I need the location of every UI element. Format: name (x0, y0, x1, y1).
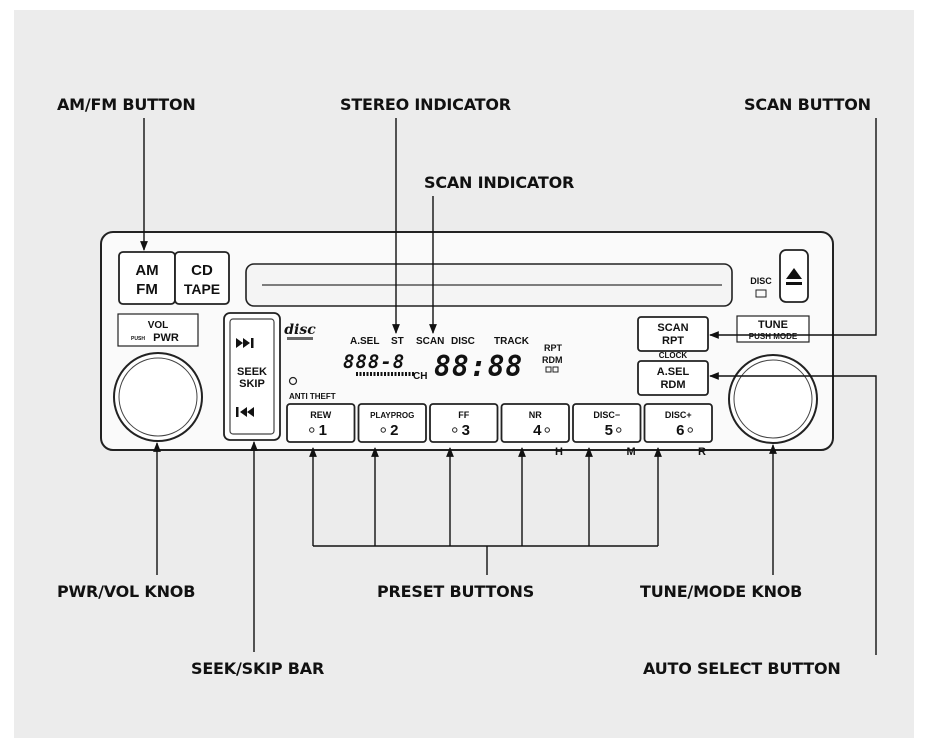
label-am-fm-button: AM/FM BUTTON (57, 95, 196, 114)
label-tune-mode-knob: TUNE/MODE KNOB (640, 582, 803, 601)
anti-theft-label: ANTI THEFT (289, 392, 336, 401)
tune-label-box (736, 315, 810, 343)
preset-marker: R (698, 446, 706, 458)
display-asel: A.SEL (350, 336, 379, 347)
leader-auto-select (709, 372, 877, 655)
cd-tape-button[interactable]: CD TAPE (174, 251, 230, 305)
leader-scan-button (709, 118, 877, 339)
preset-function-label: NR (529, 410, 542, 420)
auto-select-button[interactable]: A.SEL RDM (637, 360, 709, 396)
preset-indicator-dot (309, 427, 315, 433)
preset-button-1[interactable]: REW 1 (286, 403, 356, 443)
preset-number-label: 6 (676, 422, 684, 439)
preset-indicator-dot (687, 427, 693, 433)
seek-label: SEEK (237, 366, 267, 378)
preset-marker: H (555, 446, 563, 458)
anti-theft-light (288, 376, 298, 386)
eject-icon (786, 268, 802, 279)
preset-function-label: PLAYPROG (370, 411, 414, 420)
asel-label: A.SEL (657, 366, 690, 378)
preset-indicator-dot (544, 427, 550, 433)
display-segment-left: 888-8 (343, 351, 405, 373)
label-scan-button: SCAN BUTTON (744, 95, 871, 114)
disc-logo: disc (284, 322, 316, 338)
pwr-vol-knob[interactable] (113, 352, 203, 442)
push-mode-label: PUSH MODE (749, 332, 798, 341)
eject-button[interactable] (779, 249, 809, 303)
preset-indicator-dot (616, 427, 622, 433)
label-stereo-indicator: STEREO INDICATOR (340, 95, 511, 114)
clock-label: CLOCK (659, 351, 688, 360)
display-disc: DISC (451, 336, 475, 347)
preset-number-label: 2 (390, 422, 398, 439)
scan-indicator: SCAN (416, 336, 444, 347)
cd-label: CD (191, 262, 213, 279)
seek-skip-bar[interactable]: SEEK SKIP (223, 312, 281, 441)
tune-mode-knob[interactable] (728, 354, 818, 444)
stereo-indicator: ST (391, 336, 404, 347)
preset-number-label: 3 (462, 422, 470, 439)
preset-function-label: DISC− (593, 410, 620, 420)
preset-button-6[interactable]: DISC+ 6 (643, 403, 713, 443)
preset-button-4[interactable]: NR 4 (500, 403, 570, 443)
tune-label: TUNE (758, 319, 788, 331)
preset-number-label: 1 (319, 422, 327, 439)
lcd-display: A.SEL ST SCAN DISC TRACK RPT RDM 888-8 8… (343, 336, 563, 383)
fm-label: FM (136, 281, 158, 298)
cd-slot (245, 263, 733, 307)
pwr-label: PWR (153, 332, 179, 344)
skip-label: SKIP (239, 378, 265, 390)
preset-button-3[interactable]: FF 3 (429, 403, 499, 443)
rpt-label: RPT (662, 335, 684, 347)
preset-function-label: FF (458, 410, 469, 420)
display-ch: CH (413, 371, 427, 382)
label-preset-buttons: PRESET BUTTONS (377, 582, 535, 601)
preset-function-label: DISC+ (665, 410, 692, 420)
skip-forward-icon (236, 338, 250, 348)
preset-function-label: REW (310, 410, 332, 420)
am-fm-button[interactable]: AM FM (118, 251, 176, 305)
display-track: TRACK (494, 336, 530, 347)
display-segment-right: 88:88 (434, 350, 523, 383)
leader-lines (140, 118, 877, 655)
preset-button-2[interactable]: PLAYPROG 2 (357, 403, 427, 443)
scan-rpt-button[interactable]: SCAN RPT (637, 316, 709, 352)
label-pwr-vol-knob: PWR/VOL KNOB (57, 582, 196, 601)
display-rpt: RPT (544, 343, 563, 353)
preset-indicator-dot (380, 427, 386, 433)
disc-indicator-light (755, 289, 767, 298)
skip-back-icon (240, 407, 254, 417)
preset-number-label: 5 (605, 422, 613, 439)
vol-pwr-label-box (117, 313, 199, 347)
disc-indicator-label: DISC (750, 276, 772, 286)
preset-button-5[interactable]: DISC− 5 (572, 403, 642, 443)
preset-indicator-dot (452, 427, 458, 433)
am-label: AM (135, 262, 158, 279)
label-scan-indicator: SCAN INDICATOR (424, 173, 575, 192)
disc-logo-bar (287, 337, 313, 340)
push-label: PUSH (131, 336, 145, 342)
scan-button-label: SCAN (657, 322, 688, 334)
label-auto-select-button: AUTO SELECT BUTTON (643, 659, 841, 678)
vol-label: VOL (148, 320, 169, 331)
display-rdm: RDM (542, 355, 563, 365)
tape-label: TAPE (184, 281, 220, 297)
preset-leaders (309, 447, 662, 546)
preset-buttons: REW 1 PLAYPROG 2 FF 3 NR 4H DISC− 5M DISC+ 6R (286, 403, 713, 458)
label-seek-skip-bar: SEEK/SKIP BAR (191, 659, 325, 678)
preset-marker: M (627, 446, 636, 458)
rdm-label: RDM (660, 379, 685, 391)
preset-number-label: 4 (533, 422, 542, 439)
